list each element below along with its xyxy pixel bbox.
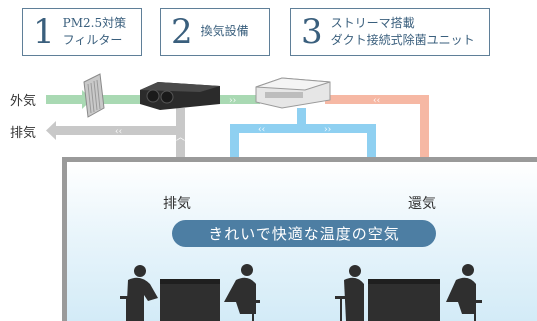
svg-text:‹‹: ‹‹ — [115, 127, 122, 137]
step-1-number: 1 — [33, 12, 55, 52]
step-1-line-2: フィルター — [62, 33, 123, 47]
clean-air-tagline: きれいで快適な温度の空気 — [172, 220, 436, 247]
step-1-label: 1 PM2.5対策 フィルター — [22, 8, 142, 56]
desk-icon — [160, 279, 220, 321]
exhaust-out-label: 排気 — [10, 126, 37, 141]
room-exhaust-label: 排気 — [163, 196, 191, 212]
exhaust-out-arrow: ‹‹ — [46, 121, 181, 140]
outdoor-air-duct — [100, 95, 150, 104]
step-3-line-1: ストリーマ搭載 — [330, 15, 415, 30]
step-2-line-1: 換気設備 — [200, 24, 249, 39]
person-icon — [446, 264, 482, 321]
desk-icon — [368, 279, 440, 321]
pm25-filter-icon — [83, 73, 105, 118]
svg-text:‹‹: ‹‹ — [373, 96, 380, 106]
streamer-unit-icon — [255, 77, 331, 109]
exhaust-duct: ︿ — [176, 108, 185, 160]
ventilator-icon — [140, 82, 220, 110]
svg-text:››: ›› — [324, 125, 331, 135]
step-2-number: 2 — [171, 12, 193, 52]
supply-duct-green: ›› — [218, 95, 260, 106]
step-3-line-2: ダクト接続式除菌ユニット — [330, 33, 475, 47]
svg-text:‹‹: ‹‹ — [258, 125, 265, 135]
supply-air-duct: ‹‹ ›› — [230, 108, 376, 160]
room-return-label: 還気 — [408, 196, 436, 212]
step-2-label: 2 換気設備 — [160, 8, 270, 56]
svg-text:››: ›› — [229, 96, 236, 106]
step-3-label: 3 ストリーマ搭載 ダクト接続式除菌ユニット — [290, 8, 490, 56]
person-icon — [224, 264, 260, 321]
svg-text:︿: ︿ — [176, 133, 185, 143]
step-1-line-1: PM2.5対策 — [62, 15, 127, 30]
outdoor-air-label: 外気 — [10, 94, 37, 109]
return-air-duct: ‹‹ — [325, 95, 429, 165]
step-3-number: 3 — [301, 12, 323, 52]
person-icon — [120, 265, 158, 321]
person-icon — [335, 265, 364, 321]
